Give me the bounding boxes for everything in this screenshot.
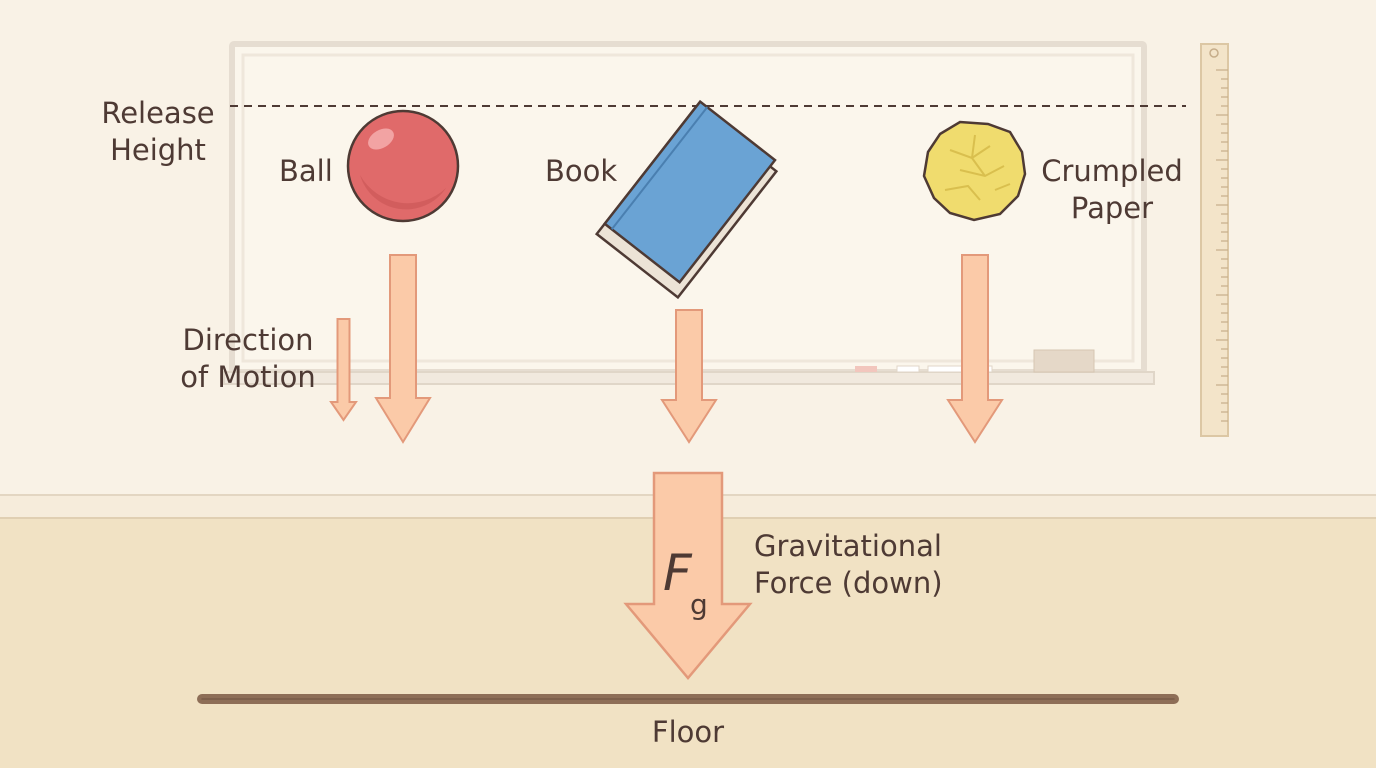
gravitational-force-arrow xyxy=(623,471,753,680)
book-motion-arrow xyxy=(660,309,718,444)
force-symbol: F xyxy=(663,544,692,602)
release-height-label: Release Height xyxy=(82,95,234,169)
marker-red xyxy=(855,366,877,372)
crumpled-paper xyxy=(922,120,1027,222)
crumpled-paper-label: Crumpled Paper xyxy=(1032,153,1192,227)
gravitational-line-2: Force (down) xyxy=(754,566,943,600)
ball-label: Ball xyxy=(279,154,333,188)
gravitational-line-1: Gravitational xyxy=(754,529,942,563)
gravitational-force-label: Gravitational Force (down) xyxy=(754,528,943,602)
book-cover xyxy=(602,99,777,285)
direction-of-motion-arrow xyxy=(329,318,358,422)
ball-motion-arrow xyxy=(374,254,432,444)
release-height-line-1: Release xyxy=(101,96,215,130)
ruler xyxy=(1200,43,1229,437)
floor-label: Floor xyxy=(651,715,725,749)
direction-of-motion-label: Direction of Motion xyxy=(168,322,328,396)
crumpled-paper-line-1: Crumpled xyxy=(1041,154,1183,188)
ball xyxy=(346,109,460,223)
book xyxy=(594,99,779,300)
marker-long xyxy=(927,365,993,373)
ball-highlight xyxy=(368,128,394,150)
ruler-ticks xyxy=(1216,69,1228,422)
paper-creases xyxy=(944,134,1011,201)
book-label: Book xyxy=(545,154,618,188)
direction-line-1: Direction xyxy=(182,323,314,357)
release-height-line-2: Height xyxy=(110,133,206,167)
arrows xyxy=(329,254,1004,680)
ball-shadow xyxy=(360,175,446,210)
eraser xyxy=(1033,349,1095,373)
paper-shape xyxy=(922,120,1027,222)
ruler-body xyxy=(1200,43,1229,437)
direction-line-2: of Motion xyxy=(180,360,316,394)
ruler-hole xyxy=(1209,48,1219,58)
book-spine-line xyxy=(611,106,709,230)
force-subscript: g xyxy=(690,588,708,621)
crumpled-paper-line-2: Paper xyxy=(1070,191,1154,225)
marker-white xyxy=(896,365,920,373)
paper-motion-arrow xyxy=(946,254,1004,444)
